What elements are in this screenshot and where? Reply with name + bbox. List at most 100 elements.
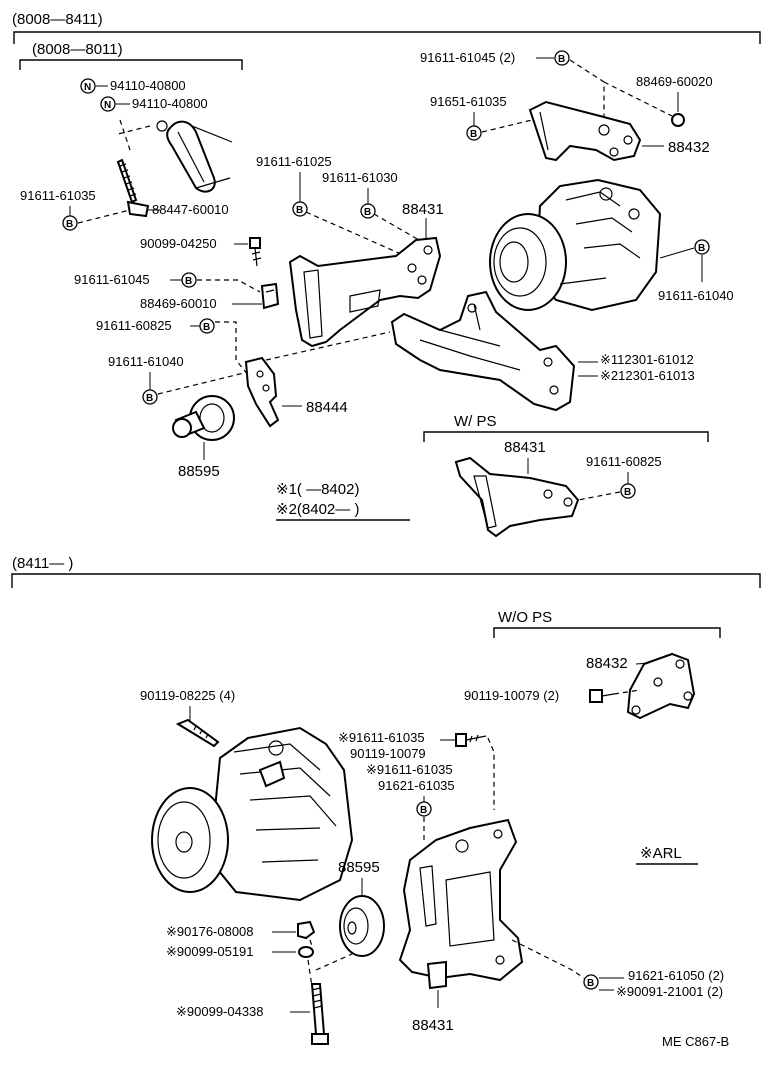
bolt-symbol-3: B — [360, 203, 376, 219]
compressor-bracket-12301-part — [390, 290, 576, 412]
label-212301-61013: ※212301-61013 — [600, 368, 695, 383]
svg-text:N: N — [104, 100, 111, 111]
bolt-90119-08225-part — [175, 718, 220, 748]
top-range-label: (8008—8411) — [12, 11, 103, 28]
svg-text:B: B — [558, 54, 565, 65]
svg-text:B: B — [470, 129, 477, 140]
label-90176-08008: ※90176-08008 — [166, 924, 254, 939]
bolt-symbol-1: B — [62, 215, 78, 231]
screw-90099-04250-part — [249, 237, 262, 267]
compressor-top-part — [489, 178, 662, 312]
svg-text:B: B — [203, 322, 210, 333]
label-91611-61035-s1: ※91611-61035 — [338, 730, 425, 745]
label-91611-61045: 91611-61045 — [74, 272, 150, 287]
bolt-symbol-2: B — [292, 201, 308, 217]
label-91611-61040-b: 91611-61040 — [658, 288, 734, 303]
bolt-symbol-8: B — [466, 125, 482, 141]
label-91611-61035-s2: ※91611-61035 — [366, 762, 453, 777]
note-1: ※1( —8402) — [276, 481, 359, 498]
svg-text:B: B — [624, 487, 631, 498]
nut-symbol-1: N — [80, 78, 96, 94]
label-91611-60825-b: 91611-60825 — [586, 454, 662, 469]
svg-text:B: B — [66, 219, 73, 230]
label-90099-05191: ※90099-05191 — [166, 944, 254, 959]
bracket-88444-part — [244, 356, 280, 428]
bracket-88432-top-part — [528, 100, 642, 162]
label-91611-61045-2: 91611-61045 (2) — [420, 50, 515, 65]
label-91611-60825-a: 91611-60825 — [96, 318, 172, 333]
bolt-symbol-6: B — [142, 389, 158, 405]
label-91611-61030: 91611-61030 — [322, 170, 398, 185]
adjusting-bolt-part — [116, 158, 150, 218]
label-90099-04338: ※90099-04338 — [176, 1004, 264, 1019]
nut-symbol-2: N — [100, 96, 116, 112]
bolt-90099-04338-part — [310, 983, 329, 1045]
label-88595-top: 88595 — [178, 463, 220, 480]
arl-note: ※ARL — [640, 845, 682, 862]
bottom-range-label: (8411— ) — [12, 555, 73, 572]
bracket-88431-top-part — [288, 236, 442, 348]
label-94110-40800-b: 94110-40800 — [132, 96, 208, 111]
svg-text:N: N — [84, 82, 91, 93]
label-88469-60020: 88469-60020 — [636, 74, 713, 89]
label-88432-top: 88432 — [668, 139, 710, 156]
bolt-symbol-11: B — [416, 801, 432, 817]
label-90119-10079-2: 90119-10079 (2) — [464, 688, 559, 703]
pulley-88595-bottom-part — [339, 895, 385, 957]
label-88595-bottom: 88595 — [338, 859, 380, 876]
label-91621-61050-2: 91621-61050 (2) — [628, 968, 724, 983]
bolt-90119-10079-part — [589, 689, 615, 703]
label-90099-04250: 90099-04250 — [140, 236, 217, 251]
top-sub-range-bracket — [19, 59, 243, 70]
svg-text:B: B — [296, 205, 303, 216]
bottom-range-bracket — [11, 573, 761, 588]
label-88431-top: 88431 — [402, 201, 444, 218]
wo-ps-label: W/O PS — [498, 609, 552, 626]
label-88469-60010: 88469-60010 — [140, 296, 217, 311]
label-91651-61035: 91651-61035 — [430, 94, 507, 109]
bolt-symbol-9: B — [694, 239, 710, 255]
bracket-88431-wps-part — [454, 456, 580, 538]
figure-code: ME C867-B — [662, 1034, 729, 1049]
note-2: ※2(8402— ) — [276, 501, 359, 518]
pulley-88595-top-part — [172, 395, 235, 441]
svg-text:B: B — [364, 207, 371, 218]
label-90119-10079: 90119-10079 — [350, 746, 426, 761]
w-ps-bracket — [423, 431, 709, 442]
svg-text:B: B — [420, 805, 427, 816]
bolt-symbol-10: B — [620, 483, 636, 499]
top-range-bracket — [13, 31, 761, 44]
svg-text:B: B — [587, 978, 594, 989]
svg-text:B: B — [698, 243, 705, 254]
label-88447-60010: 88447-60010 — [152, 202, 229, 217]
bolt-symbol-5: B — [199, 318, 215, 334]
w-ps-label: W/ PS — [454, 413, 497, 430]
top-sub-range-label: (8008—8011) — [32, 41, 123, 58]
washer-90099-05191-part — [298, 946, 314, 958]
bolt-symbol-7: B — [554, 50, 570, 66]
idler-belt-part — [156, 120, 233, 193]
label-91621-61035: 91621-61035 — [378, 778, 455, 793]
nut-88469-60020-part — [671, 113, 685, 127]
bracket-88431-bottom-part — [398, 818, 524, 990]
clip-88469-60010-part — [260, 282, 280, 310]
compressor-bottom-part — [151, 726, 354, 902]
label-88432-bottom: 88432 — [586, 655, 628, 672]
svg-text:B: B — [146, 393, 153, 404]
bolt-symbol-4: B — [181, 272, 197, 288]
label-112301-61012: ※112301-61012 — [600, 352, 694, 367]
label-91611-61040-a: 91611-61040 — [108, 354, 184, 369]
label-88444: 88444 — [306, 399, 348, 416]
svg-text:B: B — [185, 276, 192, 287]
bolt-bottom-bracket-part — [455, 733, 487, 747]
label-91611-61025: 91611-61025 — [256, 154, 332, 169]
nut-90176-08008-part — [297, 920, 316, 940]
label-88431-bottom: 88431 — [412, 1017, 454, 1034]
label-88431-wps: 88431 — [504, 439, 546, 456]
label-90119-08225-4: 90119-08225 (4) — [140, 688, 235, 703]
label-90091-21001-2: ※90091-21001 (2) — [616, 984, 723, 999]
bolt-symbol-12: B — [583, 974, 599, 990]
bracket-88432-bottom-part — [626, 652, 696, 720]
label-94110-40800-a: 94110-40800 — [110, 78, 186, 93]
